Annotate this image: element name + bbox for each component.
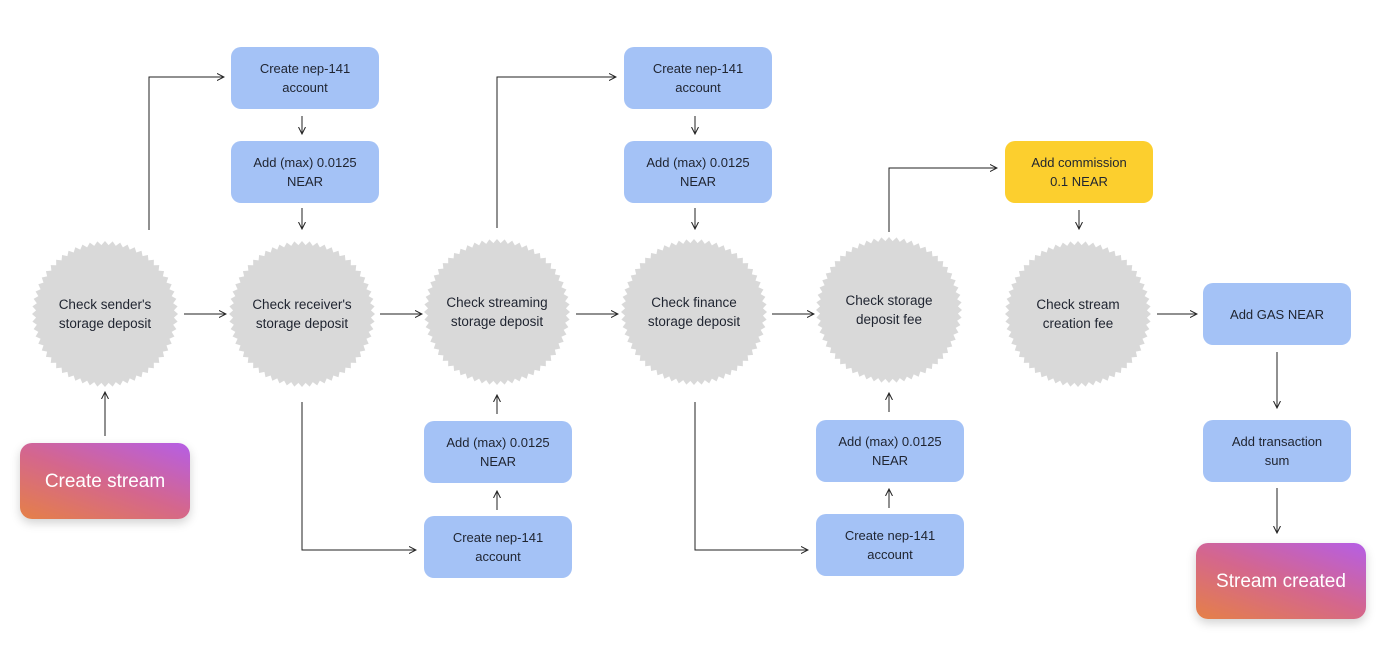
- create-account-label: Create nep-141 account: [452, 530, 544, 564]
- arrow-streaming-to-top-account-2: [496, 77, 616, 228]
- add-deposit-label: Add (max) 0.0125 NEAR: [446, 435, 550, 469]
- check-badge-shape: [816, 237, 962, 383]
- add-deposit-node: Add (max) 0.0125 NEAR: [231, 141, 379, 203]
- check-receiver-label: Check receiver's storage deposit: [252, 297, 352, 331]
- add-deposit-label: Add (max) 0.0125 NEAR: [253, 155, 357, 189]
- create-account-label: Create nep-141 account: [844, 528, 936, 562]
- create-nep141-account-node: Create nep-141 account: [424, 516, 572, 578]
- add-commission-label: Add commission 0.1 NEAR: [1031, 155, 1127, 189]
- check-streaming-label: Check streaming storage deposit: [446, 295, 548, 329]
- create-stream-node: Create stream: [20, 443, 190, 519]
- check-stream-creation-fee-node: Check stream creation fee: [1005, 241, 1151, 387]
- check-storage-deposit-fee-node: Check storage deposit fee: [816, 237, 962, 383]
- check-creation-fee-label: Check stream creation fee: [1036, 297, 1120, 331]
- stream-created-label: Stream created: [1216, 570, 1346, 592]
- create-nep141-account-node: Create nep-141 account: [231, 47, 379, 109]
- arrow-receiver-to-bottom-account-1: [301, 402, 416, 550]
- add-deposit-node: Add (max) 0.0125 NEAR: [816, 420, 964, 482]
- add-deposit-node: Add (max) 0.0125 NEAR: [624, 141, 772, 203]
- check-finance-storage-deposit-node: Check finance storage deposit: [621, 239, 767, 385]
- stream-created-node: Stream created: [1196, 543, 1366, 619]
- add-commission-node: Add commission 0.1 NEAR: [1005, 141, 1153, 203]
- create-stream-label: Create stream: [44, 470, 166, 492]
- check-sender-label: Check sender's storage deposit: [58, 297, 152, 331]
- arrow-storage-fee-to-commission: [888, 168, 997, 232]
- arrow-finance-to-bottom-account-2: [694, 402, 808, 550]
- create-account-label: Create nep-141 account: [652, 61, 744, 95]
- check-badge-shape: [424, 239, 570, 385]
- create-account-label: Create nep-141 account: [259, 61, 351, 95]
- add-deposit-label: Add (max) 0.0125 NEAR: [838, 434, 942, 468]
- add-deposit-node: Add (max) 0.0125 NEAR: [424, 421, 572, 483]
- check-badge-shape: [229, 241, 375, 387]
- check-storage-fee-label: Check storage deposit fee: [845, 293, 933, 327]
- check-streaming-storage-deposit-node: Check streaming storage deposit: [424, 239, 570, 385]
- check-receiver-storage-deposit-node: Check receiver's storage deposit: [229, 241, 375, 387]
- check-badge-shape: [32, 241, 178, 387]
- arrow-sender-to-top-account-1: [148, 77, 224, 230]
- create-nep141-account-node: Create nep-141 account: [624, 47, 772, 109]
- check-badge-shape: [621, 239, 767, 385]
- check-finance-label: Check finance storage deposit: [647, 295, 741, 329]
- add-gas-node: Add GAS NEAR: [1203, 283, 1351, 345]
- add-gas-label: Add GAS NEAR: [1230, 306, 1324, 322]
- check-badge-shape: [1005, 241, 1151, 387]
- create-nep141-account-node: Create nep-141 account: [816, 514, 964, 576]
- check-sender-storage-deposit-node: Check sender's storage deposit: [32, 241, 178, 387]
- add-transaction-sum-node: Add transaction sum: [1203, 420, 1351, 482]
- add-transaction-sum-label: Add transaction sum: [1231, 434, 1323, 468]
- add-deposit-label: Add (max) 0.0125 NEAR: [646, 155, 750, 189]
